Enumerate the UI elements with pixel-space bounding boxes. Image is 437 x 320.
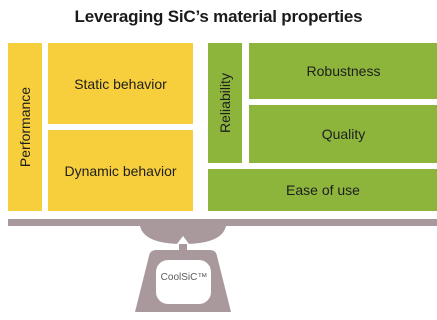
ease-of-use-box: Ease of use (208, 169, 437, 211)
performance-label: Performance (17, 86, 33, 168)
quality-label: Quality (321, 126, 366, 142)
balance-pointer (177, 236, 189, 244)
scale-neck (179, 244, 187, 250)
reliability-label: Reliability (217, 73, 234, 133)
reliability-bar: Reliability (208, 43, 242, 163)
ease-of-use-label: Ease of use (286, 182, 360, 198)
diagram-title: Leveraging SiC’s material properties (74, 7, 363, 26)
scale-bowl (140, 226, 226, 244)
static-behavior-box: Static behavior (48, 43, 193, 124)
chip-label: CoolSiC™ (160, 272, 208, 283)
dynamic-behavior-label: Dynamic behavior (64, 162, 177, 179)
robustness-box: Robustness (249, 43, 437, 99)
robustness-label: Robustness (306, 63, 381, 79)
performance-bar: Performance (8, 43, 42, 211)
balance-beam (8, 219, 437, 226)
dynamic-behavior-box: Dynamic behavior (48, 130, 193, 211)
static-behavior-label: Static behavior (74, 75, 167, 92)
quality-box: Quality (249, 105, 437, 163)
